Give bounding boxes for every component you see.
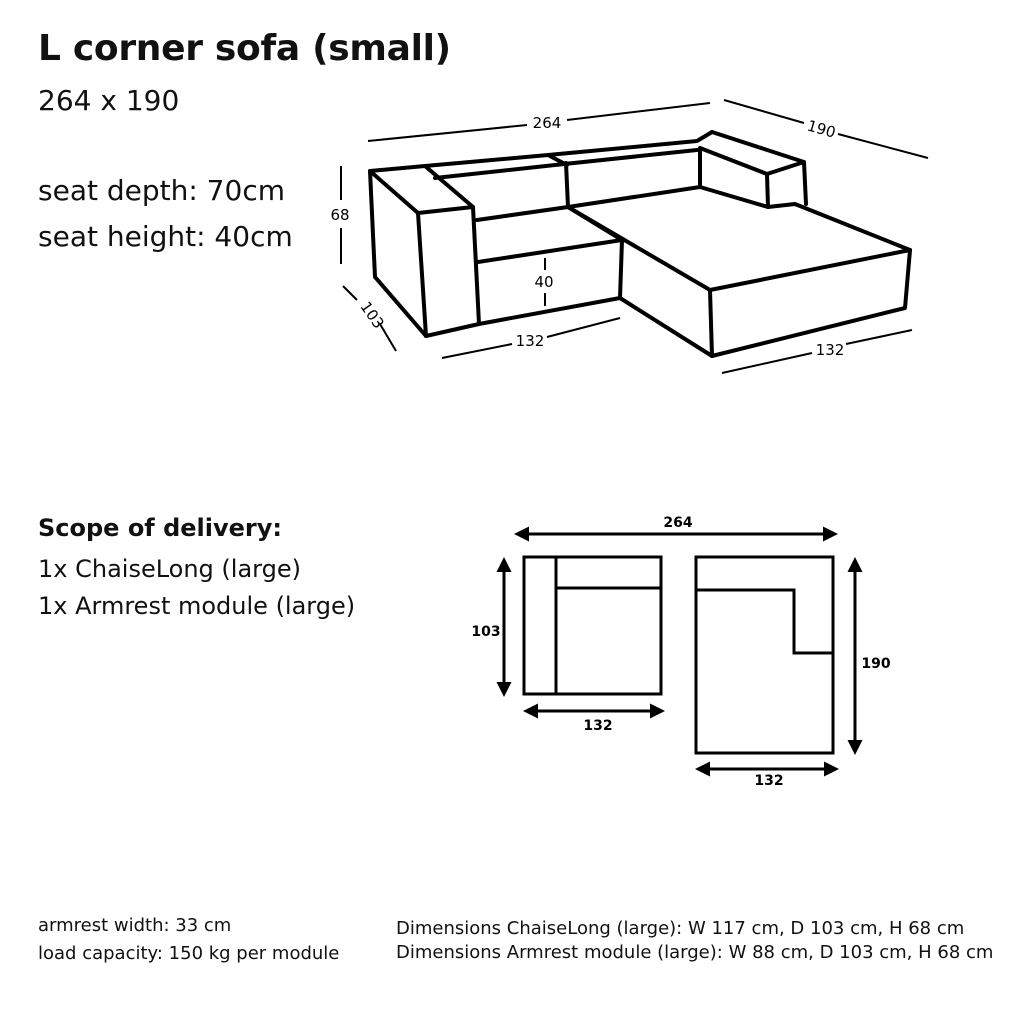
armrest-width: armrest width: 33 cm: [38, 915, 232, 936]
page-title: L corner sofa (small): [38, 28, 451, 69]
plan-right-depth-label: 190: [861, 656, 890, 672]
iso-total-depth-label: 190: [805, 117, 837, 142]
iso-total-width-label: 264: [533, 114, 562, 132]
plan-left-width-label: 132: [583, 718, 612, 734]
scope-item-chaiselong: 1x ChaiseLong (large): [38, 555, 301, 583]
dimensions-chaiselong: Dimensions ChaiseLong (large): W 117 cm,…: [396, 918, 965, 939]
plan-left-depth-label: 103: [471, 624, 500, 640]
plan-total-width-label: 264: [663, 515, 692, 531]
iso-height-label: 68: [330, 206, 349, 224]
seat-height: seat height: 40cm: [38, 220, 293, 253]
iso-armrest-width-label: 132: [516, 332, 545, 350]
iso-chaise-width-label: 132: [816, 341, 845, 359]
iso-seat-height-label: 40: [534, 273, 553, 291]
plan-right-width-label: 132: [754, 773, 783, 789]
dimensions-armrest: Dimensions Armrest module (large): W 88 …: [396, 942, 994, 963]
plan-view-diagram: [522, 555, 835, 755]
load-capacity: load capacity: 150 kg per module: [38, 943, 340, 964]
seat-depth: seat depth: 70cm: [38, 174, 285, 207]
scope-item-armrest: 1x Armrest module (large): [38, 592, 356, 620]
scope-title: Scope of delivery:: [38, 514, 283, 542]
iso-depth-label: 103: [357, 298, 388, 332]
overall-dimensions: 264 x 190: [38, 84, 180, 117]
